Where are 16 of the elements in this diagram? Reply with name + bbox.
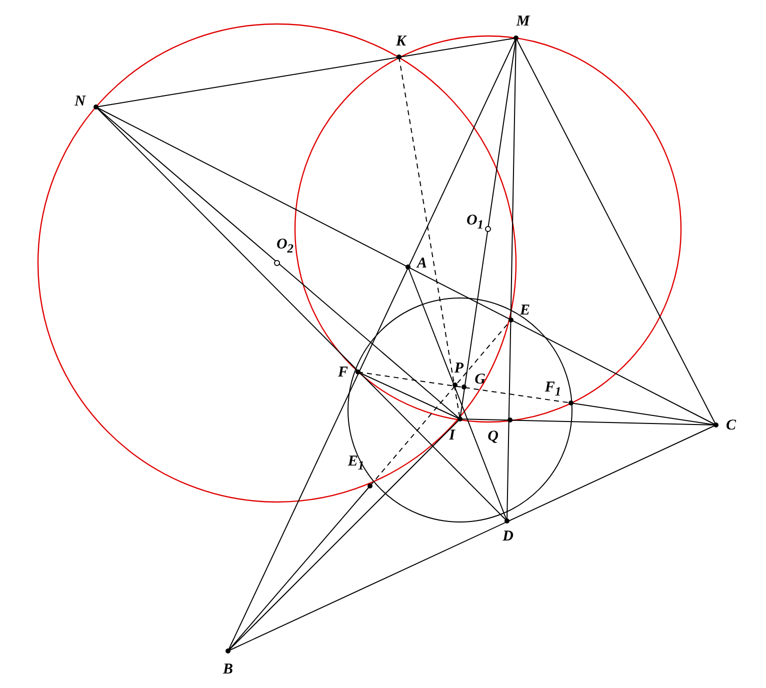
- point-label: M: [516, 14, 530, 30]
- point-label: B: [223, 662, 233, 678]
- point-label: G: [474, 372, 486, 388]
- point-label: N: [74, 94, 86, 110]
- point-label: Q: [488, 430, 498, 444]
- point-label: C: [726, 418, 736, 434]
- point-label: O$_{1}$: [466, 213, 484, 231]
- point-label: E: [520, 304, 530, 318]
- point-label: O$_{2}$: [276, 237, 294, 255]
- point-label: I: [449, 428, 455, 444]
- point-label: A: [417, 256, 427, 272]
- point-label: F$_{1}$: [544, 380, 562, 398]
- point-label: P: [454, 362, 464, 376]
- point-label: K: [396, 34, 406, 50]
- point-label: F: [338, 366, 348, 380]
- point-label: D: [502, 530, 514, 544]
